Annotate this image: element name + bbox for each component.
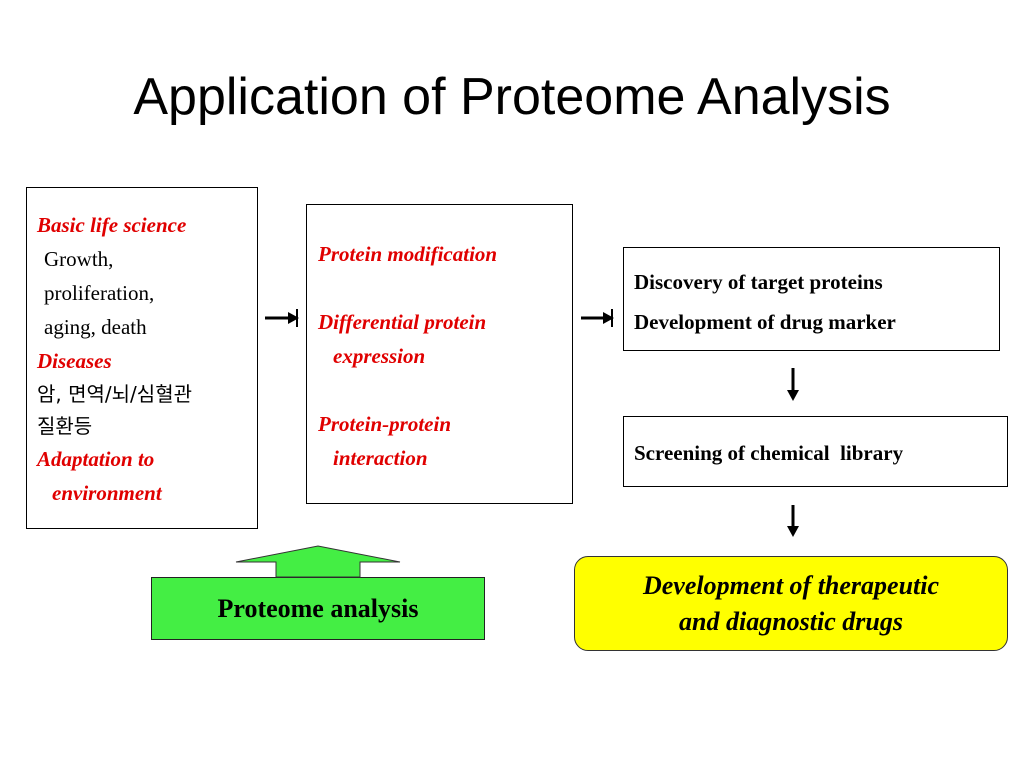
protein-spacer-2 xyxy=(318,373,572,407)
diseases-line-1: 암, 면역/뇌/심혈관 xyxy=(37,382,192,406)
page-title: Application of Proteome Analysis xyxy=(133,68,891,126)
arrow-right-icon-2 xyxy=(581,309,614,327)
basic-life-line-proliferation: proliferation, xyxy=(44,281,155,305)
protein-spacer-1 xyxy=(318,271,572,305)
proteome-analysis-box: Proteome analysis xyxy=(151,577,485,640)
adaptation-heading-1: Adaptation to xyxy=(37,447,155,471)
protein-interaction-label-2: interaction xyxy=(333,446,428,470)
adaptation-heading-2: environment xyxy=(52,481,162,505)
diseases-heading: Diseases xyxy=(37,349,112,373)
arrow-right-icon-1 xyxy=(265,309,299,327)
protein-interaction-label-1: Protein-protein xyxy=(318,412,452,436)
differential-expression-label-1: Differential protein xyxy=(318,310,487,334)
basic-life-science-heading: Basic life science xyxy=(37,213,187,237)
discovery-line-2: Development of drug marker xyxy=(634,310,896,334)
screening-line-1: Screening of chemical library xyxy=(634,441,904,465)
protein-box: Protein modification Differential protei… xyxy=(306,204,573,504)
arrow-down-icon-1 xyxy=(787,368,799,401)
screening-box: Screening of chemical library xyxy=(623,416,1008,487)
basic-life-line-growth: Growth, xyxy=(44,247,114,271)
development-line-1: Development of therapeutic xyxy=(642,571,940,600)
discovery-box: Discovery of target proteins Development… xyxy=(623,247,1000,351)
development-box: Development of therapeutic and diagnosti… xyxy=(574,556,1008,651)
development-line-2: and diagnostic drugs xyxy=(679,607,903,636)
up-arrow-icon xyxy=(235,545,401,578)
differential-expression-label-2: expression xyxy=(333,344,426,368)
discovery-line-1: Discovery of target proteins xyxy=(634,270,883,294)
diseases-line-2: 질환등 xyxy=(37,414,93,438)
proteome-analysis-label: Proteome analysis xyxy=(217,594,419,623)
arrow-down-icon-2 xyxy=(787,505,799,537)
life-science-box: Basic life science Growth, proliferation… xyxy=(26,187,258,529)
basic-life-line-aging: aging, death xyxy=(44,315,147,339)
protein-modification-label: Protein modification xyxy=(318,242,498,266)
